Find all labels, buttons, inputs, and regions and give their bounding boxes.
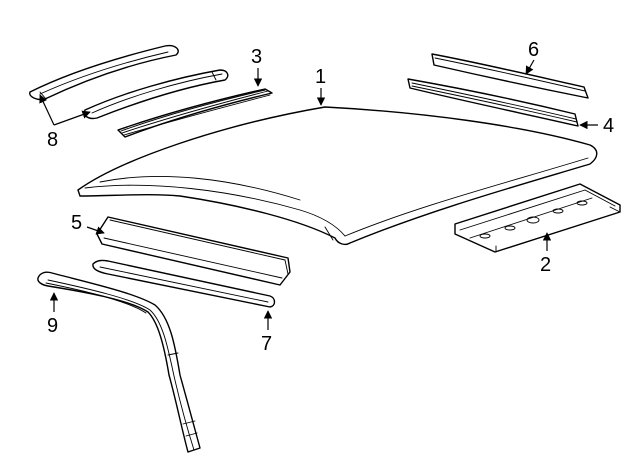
rear-roof-bow <box>454 183 621 253</box>
side-rail-right-upper <box>431 53 589 99</box>
callout-2: 2 <box>540 254 551 276</box>
leader-8a <box>39 94 55 126</box>
leader-8b <box>53 110 91 126</box>
door-frame-weatherstrip <box>37 271 201 453</box>
leader-5 <box>86 226 105 235</box>
roof-panel <box>77 106 598 246</box>
roof-bow-lower <box>92 259 276 308</box>
callout-numbers: 1 2 3 4 5 6 7 8 9 <box>47 39 614 355</box>
callout-6: 6 <box>528 39 539 61</box>
leader-lines <box>39 59 598 330</box>
callout-1: 1 <box>315 66 326 88</box>
leader-6 <box>525 59 535 75</box>
callout-3: 3 <box>251 46 262 68</box>
callout-9: 9 <box>47 315 58 337</box>
callout-8: 8 <box>47 129 58 151</box>
callout-5: 5 <box>71 212 82 234</box>
roof-rail-reinforcement <box>117 88 273 138</box>
side-rail-right-lower <box>407 78 579 127</box>
callout-7: 7 <box>261 333 272 355</box>
front-roof-bow <box>96 216 291 286</box>
callout-4: 4 <box>603 115 614 137</box>
